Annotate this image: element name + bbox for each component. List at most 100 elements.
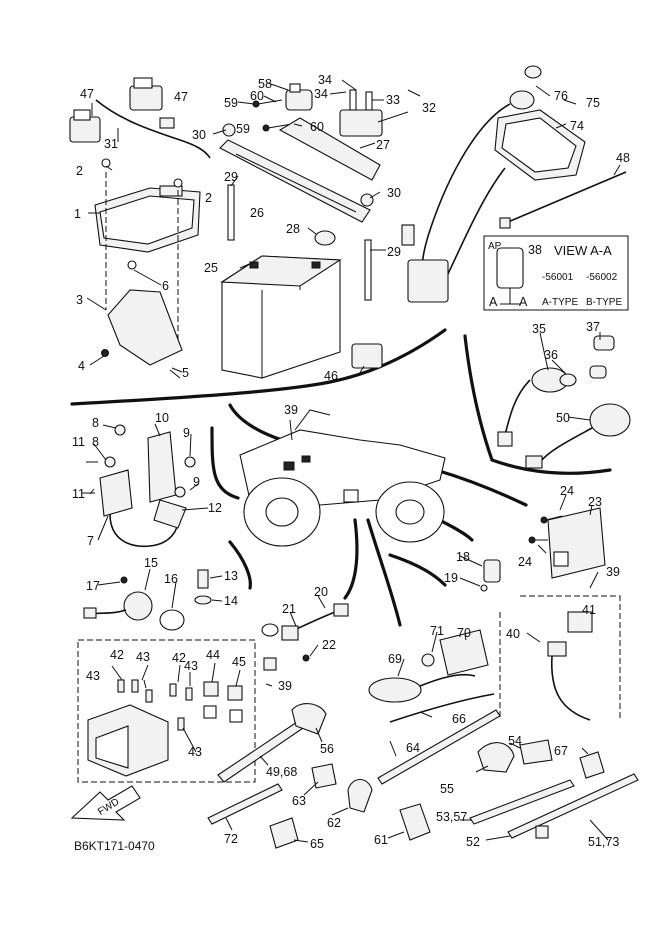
view-section-right: A: [519, 295, 528, 309]
ecu-bracket-3: [101, 260, 183, 379]
callout-26: 26: [250, 206, 264, 220]
clamp-67: [579, 751, 605, 779]
callout-33: 33: [386, 93, 400, 107]
callout-20: 20: [314, 585, 328, 599]
callout-28: 28: [286, 222, 300, 236]
callout-11a: 11: [72, 435, 85, 449]
callout-labels: 47 47 31 2 2 1 6 3 4 5 58 59 60 59 60 34…: [72, 73, 630, 851]
key-37: [589, 335, 615, 379]
washer-19: [480, 584, 488, 592]
starter-relay-58: [285, 83, 313, 111]
callout-24b: 24: [518, 555, 532, 569]
callout-5173: 51,73: [588, 835, 619, 849]
view-code-b: -56002: [586, 272, 618, 283]
view-type-a: A-TYPE: [542, 297, 578, 308]
fuses-42-43: [117, 679, 193, 731]
clamp-65: [269, 817, 299, 849]
nut-30-right: [360, 193, 374, 207]
callout-43a: 43: [86, 669, 100, 683]
callout-12: 12: [208, 501, 222, 515]
callout-17: 17: [86, 579, 100, 593]
callout-9b: 9: [193, 475, 200, 489]
callout-3: 3: [76, 293, 83, 307]
nut-71: [421, 653, 435, 667]
callout-66: 66: [452, 712, 466, 726]
callout-41: 41: [582, 603, 596, 617]
meter-harness: [401, 103, 511, 303]
callout-10: 10: [155, 411, 169, 425]
callout-32: 32: [422, 101, 436, 115]
bolts-24: [528, 515, 563, 544]
relays-44-45: [203, 681, 243, 723]
callout-37: 37: [586, 320, 600, 334]
callout-31: 31: [104, 137, 118, 151]
atv-vehicle: [239, 409, 446, 547]
callout-76: 76: [554, 89, 568, 103]
callout-43d: 43: [188, 745, 202, 759]
callout-61: 61: [374, 833, 388, 847]
view-title: VIEW A-A: [554, 243, 612, 258]
horn-69: [368, 673, 476, 703]
fwd-arrow: [70, 785, 141, 821]
lead-66: [389, 693, 495, 723]
callout-52: 52: [466, 835, 480, 849]
callout-29b: 29: [387, 245, 401, 259]
callout-16: 16: [164, 572, 178, 586]
callout-8a: 8: [92, 416, 99, 430]
o-ring-16: [159, 609, 185, 631]
view-part-code: AP: [488, 241, 502, 252]
callout-69: 69: [388, 652, 402, 666]
callout-70: 70: [457, 626, 471, 640]
callout-64: 64: [406, 741, 420, 755]
meter-assembly-74: [494, 109, 586, 181]
callout-40: 40: [506, 627, 520, 641]
battery-25: [220, 255, 342, 379]
screw-17: [120, 576, 128, 584]
callout-11b: 11: [72, 487, 85, 501]
callout-5: 5: [182, 366, 189, 380]
main-switch-35: [497, 367, 569, 447]
bolt-29-right: [364, 239, 372, 301]
harness-lead-31: [95, 99, 211, 159]
view-code-a: -56001: [542, 272, 574, 283]
callout-58: 58: [258, 77, 272, 91]
clamp-55: [477, 742, 515, 773]
callout-35: 35: [532, 322, 546, 336]
callout-15: 15: [144, 556, 158, 570]
callout-43c: 43: [184, 659, 198, 673]
callout-42b: 42: [172, 651, 186, 665]
callout-8b: 8: [92, 435, 99, 449]
leader-lines: [86, 79, 621, 843]
callout-2a: 2: [76, 164, 83, 178]
bracket-70: [439, 629, 489, 676]
neutral-switch-15: [83, 591, 153, 621]
callout-34a: 34: [318, 73, 332, 87]
callout-67: 67: [554, 744, 568, 758]
box-39-right: [499, 595, 621, 721]
callout-25: 25: [204, 261, 218, 275]
callout-39b: 39: [606, 565, 620, 579]
callout-43b: 43: [136, 650, 150, 664]
view-box: [483, 235, 629, 311]
callout-62: 62: [327, 816, 341, 830]
fuse-box-39-outline: [77, 639, 256, 783]
callout-65: 65: [310, 837, 324, 851]
sensor-lead-20: [261, 603, 349, 641]
callout-60b: 60: [310, 120, 324, 134]
callout-75: 75: [586, 96, 600, 110]
document-code: B6KT171-0470: [74, 839, 155, 853]
callout-63: 63: [292, 794, 306, 808]
callout-34b: 34: [314, 87, 328, 101]
switch-nut-36: [559, 373, 577, 387]
callout-44: 44: [206, 648, 220, 662]
callout-47b: 47: [174, 90, 188, 104]
callout-59b: 59: [236, 122, 250, 136]
callout-74: 74: [570, 119, 584, 133]
plug-cap-12: [153, 499, 187, 529]
callout-7: 7: [87, 534, 94, 548]
band-52-51-73: [507, 773, 639, 839]
callout-59a: 59: [224, 96, 238, 110]
callout-21: 21: [282, 602, 296, 616]
callout-6: 6: [162, 279, 169, 293]
callout-23: 23: [588, 495, 602, 509]
